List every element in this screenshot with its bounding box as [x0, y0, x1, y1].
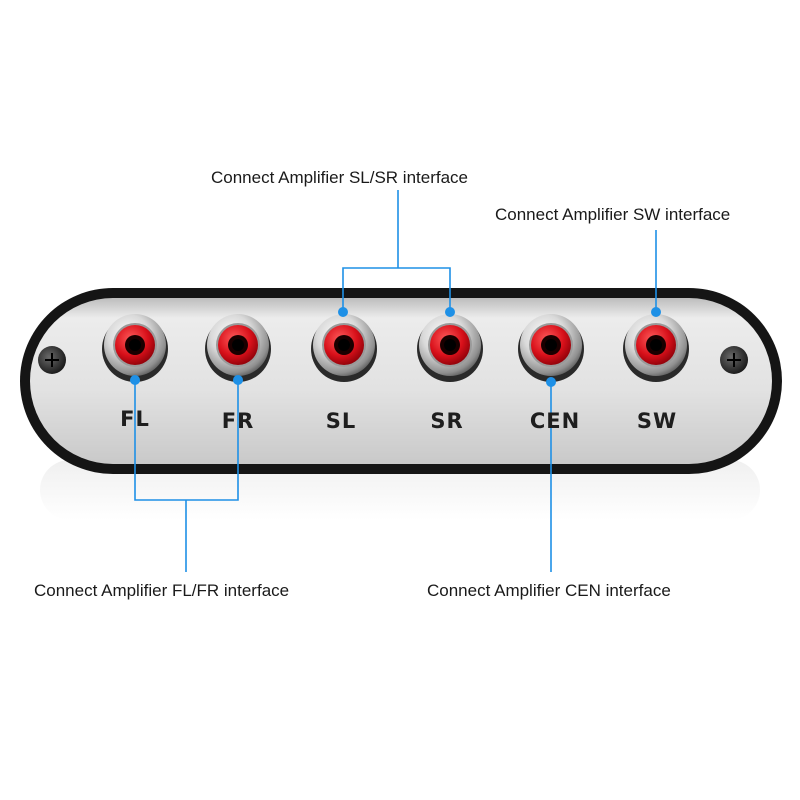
port-label-sl: SL	[325, 409, 357, 433]
callout-sw: Connect Amplifier SW interface	[495, 205, 731, 224]
leader-dot-fr	[233, 375, 243, 385]
leader-sl-sr-bracket	[342, 267, 451, 312]
rca-jack-sl	[311, 314, 377, 382]
leader-dot-fl	[130, 375, 140, 385]
callout-sl-sr: Connect Amplifier SL/SR interface	[211, 168, 469, 187]
port-label-fl: FL	[120, 407, 150, 431]
rca-jack-cen	[518, 314, 584, 382]
leader-dot-cen	[546, 377, 556, 387]
leader-dot-sl	[338, 307, 348, 317]
port-label-sw: SW	[636, 409, 678, 433]
rca-jack-fl	[102, 314, 168, 382]
port-label-cen: CEN	[529, 409, 581, 433]
rca-jack-fr	[205, 314, 271, 382]
leader-dot-sr	[445, 307, 455, 317]
panel-reflection	[40, 460, 760, 520]
callout-cen: Connect Amplifier CEN interface	[427, 581, 671, 600]
left-screw-icon	[38, 346, 66, 374]
port-label-sr: SR	[430, 409, 464, 433]
rca-jack-sw	[623, 314, 689, 382]
right-screw-icon	[720, 346, 748, 374]
leader-dot-sw	[651, 307, 661, 317]
callout-fl-fr: Connect Amplifier FL/FR interface	[34, 581, 290, 600]
port-label-fr: FR	[221, 409, 255, 433]
rca-jack-sr	[417, 314, 483, 382]
